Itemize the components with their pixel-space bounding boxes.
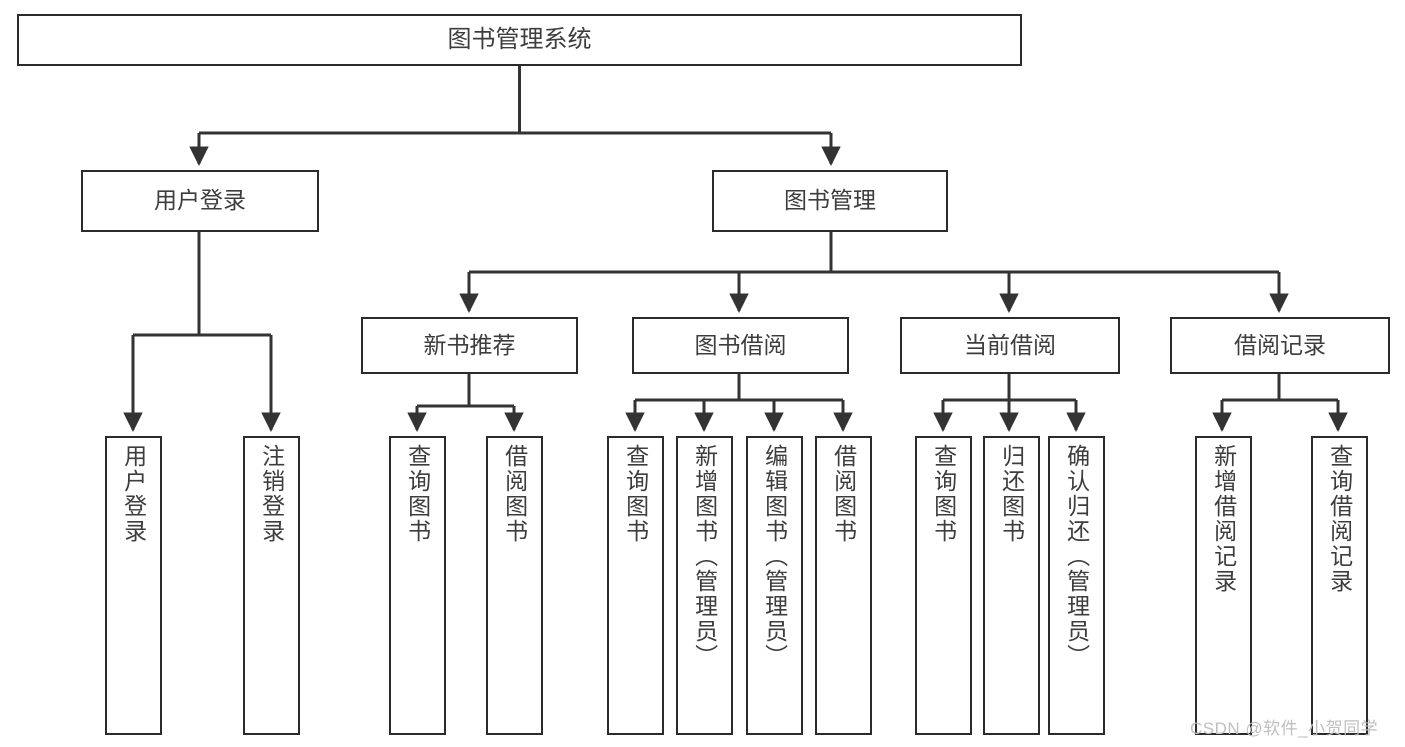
node-new-book-rec[interactable]: 新书推荐 [361,317,578,374]
leaf-confirm-return-label: 确认归还（管理员） [1063,444,1090,669]
leaf-return-book-label: 归还图书 [998,444,1025,544]
node-borrow-record[interactable]: 借阅记录 [1170,317,1390,374]
leaf-add-book[interactable]: 新增图书（管理员） [676,436,733,735]
node-root-label: 图书管理系统 [447,25,592,53]
leaf-query-book-1-label: 查询图书 [404,444,431,544]
node-root[interactable]: 图书管理系统 [17,14,1022,66]
leaf-edit-book[interactable]: 编辑图书（管理员） [746,436,803,735]
leaf-borrow-book-1-label: 借阅图书 [501,444,528,544]
leaf-logout-label: 注销登录 [258,444,285,544]
watermark: CSDN @软件_小贺同学 [1190,719,1379,738]
leaf-borrow-book-2-label: 借阅图书 [830,444,857,544]
leaf-edit-book-label: 编辑图书（管理员） [761,444,788,669]
node-book-manage-label: 图书管理 [784,187,876,214]
leaf-add-record[interactable]: 新增借阅记录 [1195,436,1252,735]
leaf-add-record-label: 新增借阅记录 [1210,444,1237,594]
leaf-query-book-1[interactable]: 查询图书 [389,436,446,735]
node-book-borrow[interactable]: 图书借阅 [632,317,849,374]
node-current-borrow-label: 当前借阅 [964,331,1056,358]
leaf-query-book-2[interactable]: 查询图书 [607,436,664,735]
leaf-query-record-label: 查询借阅记录 [1326,444,1353,594]
leaf-query-book-2-label: 查询图书 [622,444,649,544]
leaf-confirm-return[interactable]: 确认归还（管理员） [1048,436,1105,735]
node-user-login-label: 用户登录 [154,187,246,214]
node-book-borrow-label: 图书借阅 [694,331,787,358]
leaf-user-login-label: 用户登录 [120,444,147,544]
leaf-query-book-3-label: 查询图书 [930,444,957,544]
node-user-login[interactable]: 用户登录 [81,170,319,232]
node-current-borrow[interactable]: 当前借阅 [900,317,1120,374]
node-borrow-record-label: 借阅记录 [1234,331,1326,358]
leaf-query-book-3[interactable]: 查询图书 [915,436,972,735]
leaf-user-login[interactable]: 用户登录 [105,436,162,735]
leaf-add-book-label: 新增图书（管理员） [691,444,718,669]
leaf-borrow-book-2[interactable]: 借阅图书 [815,436,872,735]
leaf-return-book[interactable]: 归还图书 [983,436,1040,735]
leaf-logout[interactable]: 注销登录 [243,436,300,735]
leaf-borrow-book-1[interactable]: 借阅图书 [486,436,543,735]
node-new-book-rec-label: 新书推荐 [423,331,516,358]
leaf-query-record[interactable]: 查询借阅记录 [1311,436,1368,735]
node-book-manage[interactable]: 图书管理 [712,170,948,232]
